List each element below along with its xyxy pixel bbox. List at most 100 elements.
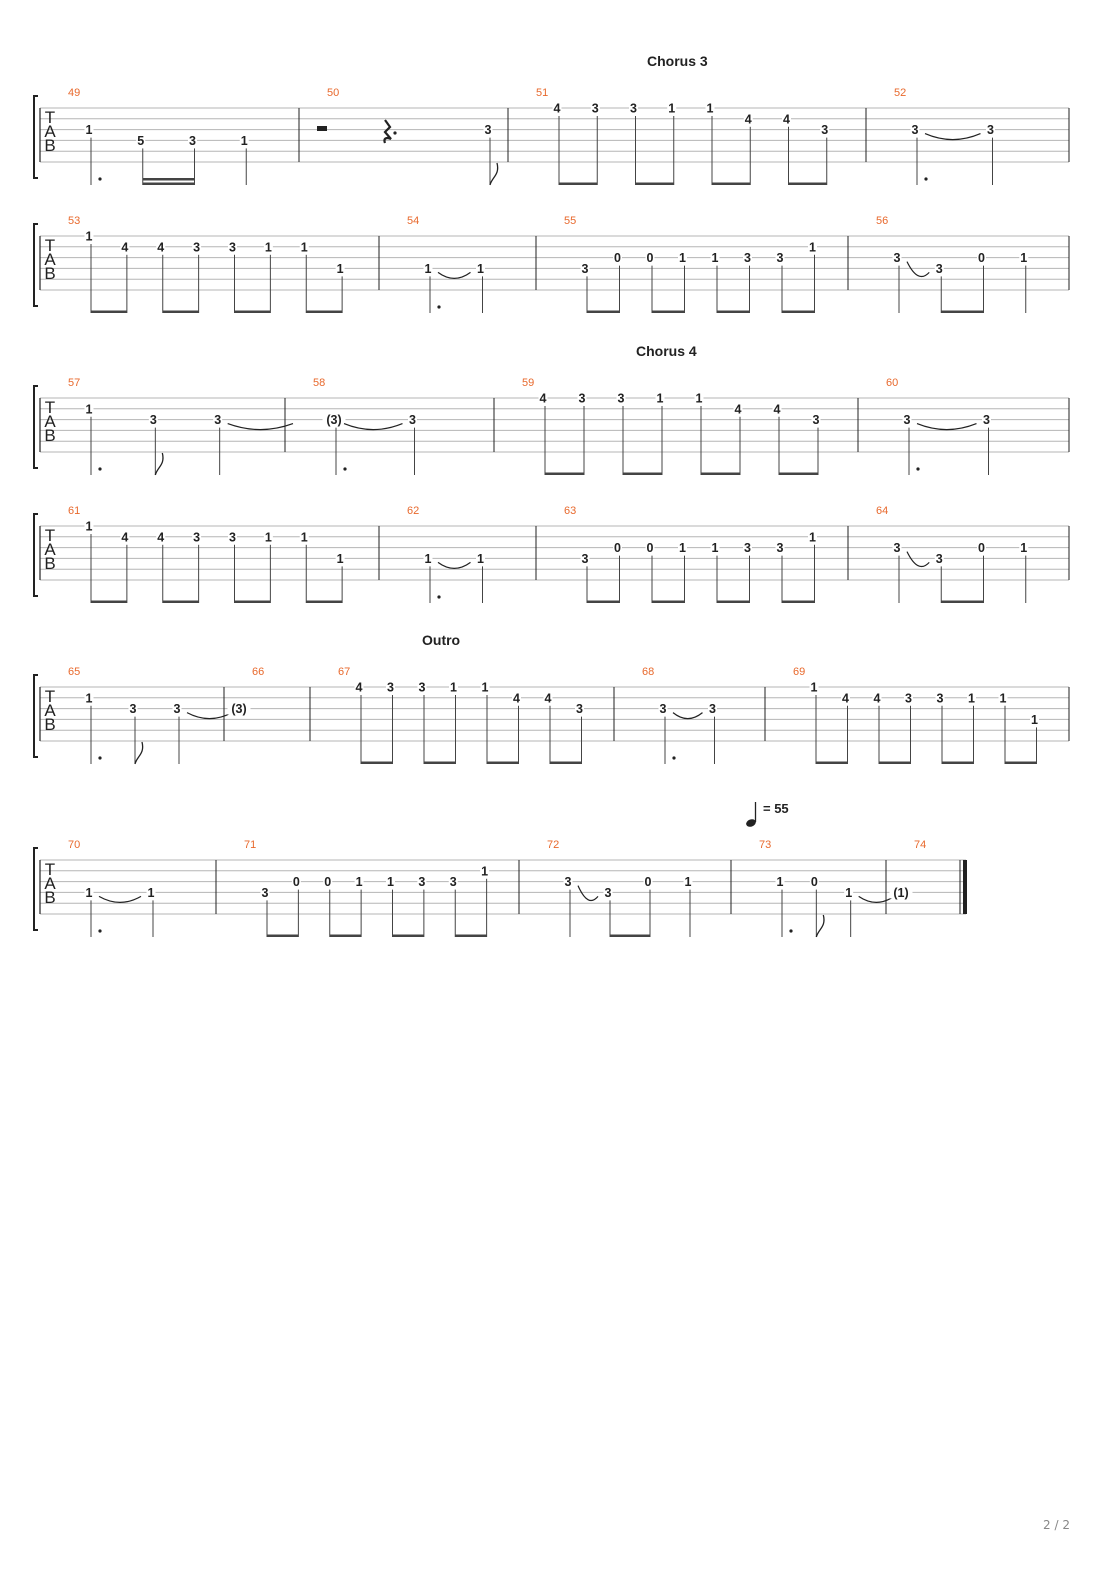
fret-backing	[1019, 251, 1029, 264]
fret-backing	[335, 262, 345, 275]
fret-number: 3	[660, 702, 667, 716]
fret-backing	[417, 875, 427, 888]
fret-backing	[323, 875, 333, 888]
fret-backing	[743, 541, 752, 554]
fret-number: 3	[987, 123, 994, 137]
beam	[712, 182, 751, 185]
fret-number: 1	[337, 552, 344, 566]
measure-number: 59	[522, 377, 534, 389]
measure-number: 52	[894, 87, 906, 99]
system-bracket	[33, 223, 38, 307]
fret-backing	[616, 392, 626, 404]
rest-dot	[393, 131, 397, 135]
duration-dot	[343, 467, 347, 471]
tab-clef-letter: B	[44, 264, 55, 283]
system-bracket	[33, 385, 38, 469]
fret-number: 3	[485, 123, 492, 137]
fret-backing	[128, 702, 138, 715]
fret-number: 3	[450, 875, 457, 889]
fret-number: 1	[811, 681, 818, 695]
beam	[545, 472, 584, 475]
fret-number: 1	[809, 240, 816, 254]
fret-number: 1	[450, 681, 457, 695]
page-number: 2 / 2	[1043, 1518, 1070, 1532]
measure-number: 56	[876, 215, 888, 227]
measure-number: 69	[793, 666, 805, 678]
measure-number: 71	[244, 839, 256, 851]
tab-clef-letter: A	[44, 701, 56, 720]
fret-number: 1	[1020, 541, 1027, 555]
fret-backing	[480, 864, 490, 877]
fret-backing	[710, 251, 720, 264]
fret-backing	[775, 875, 785, 888]
system-bracket	[33, 674, 38, 758]
beam	[587, 310, 620, 313]
fret-number: 4	[874, 691, 881, 705]
fret-number: 1	[679, 541, 686, 555]
fret-backing	[260, 886, 270, 899]
beam	[717, 310, 750, 313]
fret-number: 1	[337, 262, 344, 276]
fret-number: 1	[1020, 251, 1027, 265]
fret-number: 3	[419, 681, 426, 695]
beam	[701, 472, 740, 475]
measure-number: 73	[759, 839, 771, 851]
section-label: Chorus 4	[636, 343, 697, 359]
fret-number: 3	[229, 240, 236, 254]
fret-backing	[423, 552, 433, 565]
fret-backing	[1019, 541, 1029, 554]
tab-clef-letter: B	[44, 715, 55, 734]
tie-arc	[906, 551, 930, 568]
fret-number: 3	[189, 134, 196, 148]
beam	[91, 600, 127, 603]
fret-number: 3	[592, 102, 599, 116]
fret-backing	[667, 102, 677, 114]
measure-number: 63	[564, 505, 576, 517]
fret-number: 3	[912, 123, 919, 137]
measure-number: 51	[536, 87, 548, 99]
measure-number: 60	[886, 377, 898, 389]
fret-number: 4	[121, 240, 128, 254]
fret-backing	[386, 875, 395, 888]
fret-backing	[476, 262, 485, 275]
fret-backing	[156, 530, 166, 543]
fret-number: 0	[811, 875, 818, 889]
fret-backing	[423, 262, 433, 275]
fret-number: 0	[647, 251, 654, 265]
tie-arc	[186, 712, 233, 720]
duration-dot	[672, 756, 676, 760]
beam	[941, 310, 984, 313]
fret-number: 1	[86, 886, 93, 900]
fret-number: 1	[148, 886, 155, 900]
tab-clef-letter: A	[44, 874, 56, 893]
fret-backing	[613, 251, 622, 264]
measure-number: 65	[68, 666, 80, 678]
tab-clef-letter: A	[44, 412, 56, 431]
fret-number: 1	[265, 240, 272, 254]
fret-number: 3	[582, 552, 589, 566]
measure-number: 49	[68, 87, 80, 99]
fret-backing	[120, 530, 130, 543]
fret-backing	[782, 112, 791, 125]
fret-backing	[156, 240, 166, 253]
fret-backing	[552, 102, 562, 114]
measure-number: 72	[547, 839, 559, 851]
beam-sixteenth	[142, 178, 195, 181]
fret-number: 3	[894, 251, 901, 265]
half-rest-icon	[317, 126, 327, 131]
duration-dot	[437, 595, 441, 599]
eighth-flag-icon	[154, 452, 164, 476]
beam	[635, 182, 674, 185]
duration-dot	[789, 929, 793, 933]
tie-arc	[906, 261, 930, 278]
fret-number: 3	[937, 691, 944, 705]
fret-backing	[239, 134, 249, 147]
fret-number: 1	[86, 402, 93, 416]
fret-backing	[299, 240, 309, 253]
fret-number: 1	[301, 240, 308, 254]
fret-backing	[708, 702, 717, 715]
fret-backing	[733, 402, 743, 415]
fret-number: 3	[904, 413, 911, 427]
fret-number: 1	[265, 530, 272, 544]
